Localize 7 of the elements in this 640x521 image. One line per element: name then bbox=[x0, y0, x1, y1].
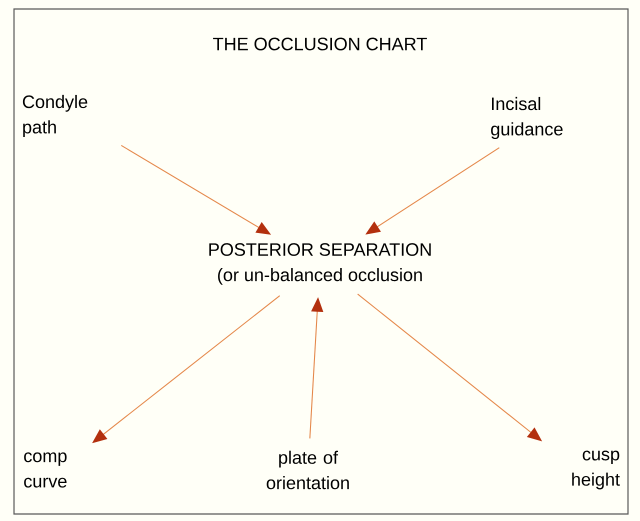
concept-label: cusp height bbox=[572, 450, 620, 490]
concept-label: Condyle path bbox=[22, 94, 88, 138]
concept-heading: POSTERIOR SEPARATION (or un-balanced occlusion bbox=[209, 243, 431, 285]
concept-label: comp curve bbox=[24, 452, 67, 488]
chart-title: THE OCCLUSION CHART bbox=[213, 38, 427, 50]
concept-label: Incisal guidance bbox=[491, 96, 563, 140]
concept-label: plate of orientation bbox=[266, 450, 349, 490]
